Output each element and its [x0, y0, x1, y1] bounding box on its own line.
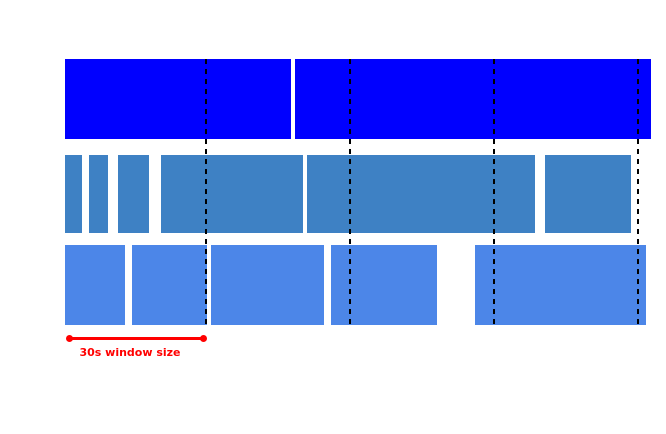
- window-boundary-line: [205, 59, 207, 326]
- window-boundary-line: [637, 59, 639, 326]
- window-size-arrow-line: [69, 336, 203, 340]
- window-size-label: 30s window size: [79, 346, 181, 359]
- window-size-arrow-left-dot: [65, 334, 73, 342]
- timeline-segment-row-1: [65, 59, 291, 139]
- window-size-arrow-right-dot: [199, 334, 207, 342]
- timeline-segment-row-2: [65, 155, 82, 233]
- timeline-segment-row-3: [331, 245, 437, 325]
- timeline-segment-row-3: [132, 245, 207, 325]
- timeline-segment-row-2: [545, 155, 632, 233]
- timeline-segment-row-3: [211, 245, 325, 325]
- timeline-segment-row-2: [307, 155, 536, 233]
- timeline-segment-row-3: [475, 245, 646, 325]
- window-boundary-line: [349, 59, 351, 326]
- timeline-segment-row-2: [117, 155, 149, 233]
- window-boundary-line: [493, 59, 495, 326]
- timeline-segment-row-2: [161, 155, 303, 233]
- timeline-segment-row-1: [295, 59, 651, 139]
- timeline-segment-row-3: [65, 245, 125, 325]
- timeline-segment-row-2: [89, 155, 109, 233]
